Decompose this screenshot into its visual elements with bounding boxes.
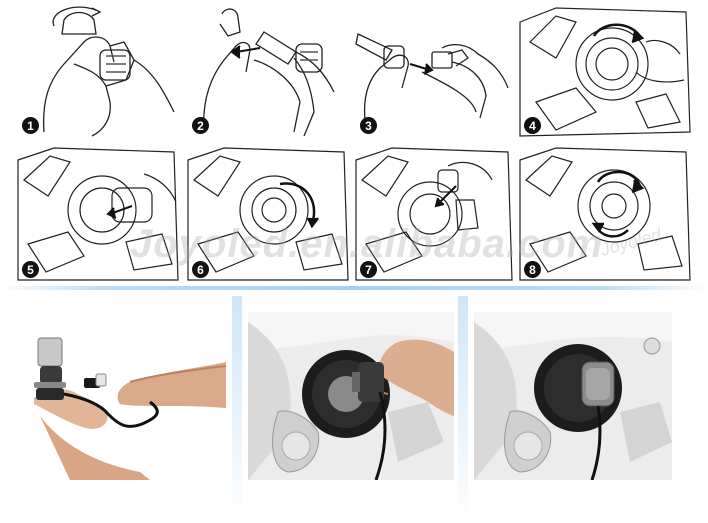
headlamp-insert-bulb-illustration xyxy=(17,147,179,281)
photo-installing-into-headlamp xyxy=(248,312,454,480)
step-number-badge-4: 4 xyxy=(524,117,541,134)
step-panel-7: 7 xyxy=(352,144,514,284)
hand-inserting-bulb-illustration xyxy=(203,8,335,137)
step-number-badge-6: 6 xyxy=(192,261,209,278)
section-divider xyxy=(0,286,708,290)
headlamp-twist-lock-illustration xyxy=(187,147,349,281)
step-number-badge-1: 1 xyxy=(22,117,39,134)
photo-installed-in-headlamp xyxy=(474,312,672,480)
headlamp-install-photo xyxy=(248,312,454,480)
headlamp-cap-reinstall-illustration xyxy=(519,147,691,281)
led-bulb-in-hand-image xyxy=(30,312,226,480)
photo-divider-right xyxy=(458,296,468,523)
step-number-badge-3: 3 xyxy=(360,117,377,134)
step-number-badge-7: 7 xyxy=(360,261,377,278)
headlamp-installed-photo xyxy=(474,312,672,480)
photo-hand-holding-led-bulb xyxy=(30,312,226,480)
connecting-wire-illustration xyxy=(355,33,509,129)
step-number-badge-8: 8 xyxy=(524,261,541,278)
photo-divider-left xyxy=(232,296,242,523)
headlamp-cap-rotate-illustration xyxy=(519,7,691,137)
step-panel-4: 4 xyxy=(516,2,692,140)
step-panel-3: 3 xyxy=(352,2,514,140)
hand-removing-cap-illustration xyxy=(42,6,175,137)
step-panel-1: 1 xyxy=(14,2,180,140)
step-number-badge-5: 5 xyxy=(22,261,39,278)
step-panel-6: 6 xyxy=(184,144,350,284)
step-number-badge-2: 2 xyxy=(192,117,209,134)
step-panel-8: 8 xyxy=(516,144,692,284)
headlamp-attach-connector-illustration xyxy=(355,147,513,281)
step-panel-2: 2 xyxy=(184,2,350,140)
step-panel-5: 5 xyxy=(14,144,180,284)
